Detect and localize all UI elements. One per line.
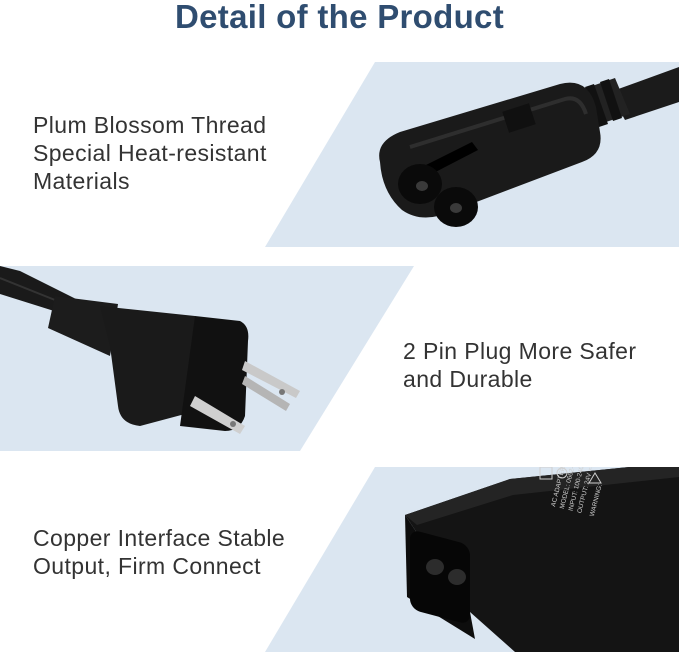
adapter-socket xyxy=(410,531,470,623)
adapter-body xyxy=(405,467,679,652)
two-pin-plug-image xyxy=(0,266,300,434)
figure-8-socket xyxy=(398,164,478,227)
feature-text-connector: Plum Blossom Thread Special Heat-resista… xyxy=(33,112,267,194)
figure-8-connector-image xyxy=(379,67,679,227)
page-title: Detail of the Product xyxy=(175,0,504,35)
feature-text-adapter: Copper Interface Stable Output, Firm Con… xyxy=(33,525,286,579)
certification-icons xyxy=(539,467,602,484)
feature-text-plug: 2 Pin Plug More Safer and Durable xyxy=(403,338,637,392)
power-adapter-image: AC ADAPTER MODEL: 0662-2550 INPUT: 100-2… xyxy=(405,467,679,652)
connector-cable xyxy=(610,67,679,120)
plug-prongs xyxy=(190,361,300,434)
